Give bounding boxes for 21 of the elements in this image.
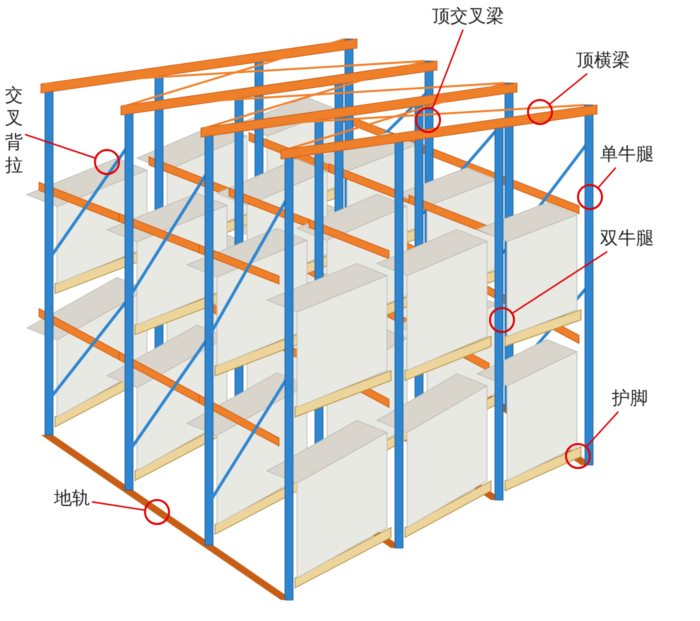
highlight-circle bbox=[144, 499, 170, 525]
leader-line bbox=[92, 501, 144, 511]
highlight-circle bbox=[94, 149, 120, 175]
leader-line bbox=[24, 134, 95, 159]
leader-line bbox=[512, 250, 608, 314]
leader-line bbox=[598, 167, 616, 188]
callout-label: 单牛腿 bbox=[600, 144, 654, 166]
callout-label: 护脚 bbox=[612, 388, 648, 410]
highlight-circle bbox=[415, 107, 441, 133]
leader-line bbox=[586, 411, 619, 447]
callout-label: 顶横梁 bbox=[576, 50, 630, 72]
callout-label: 双牛腿 bbox=[600, 228, 654, 250]
highlight-circle bbox=[489, 307, 515, 333]
highlight-circle bbox=[577, 184, 603, 210]
callout-label: 交叉背拉 bbox=[5, 84, 23, 178]
leader-line bbox=[550, 73, 588, 104]
callout-label: 地轨 bbox=[54, 488, 90, 510]
highlight-circle bbox=[565, 443, 591, 469]
callout-label: 顶交叉梁 bbox=[432, 6, 504, 28]
highlight-circle bbox=[527, 99, 553, 125]
leader-line bbox=[432, 29, 464, 108]
